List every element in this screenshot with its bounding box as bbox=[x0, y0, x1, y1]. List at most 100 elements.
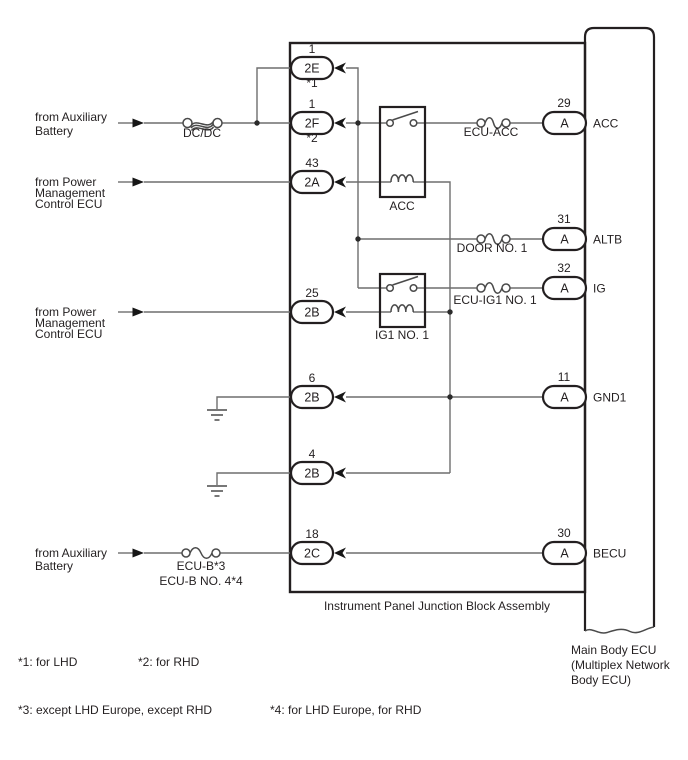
junction-dot bbox=[254, 120, 260, 126]
connector-note: *1 bbox=[306, 76, 318, 90]
relay-coil bbox=[390, 304, 414, 313]
connector-code: A bbox=[560, 391, 569, 405]
pin-number: 18 bbox=[305, 527, 319, 541]
connector-pill bbox=[541, 110, 588, 136]
relay-acc: ACC bbox=[378, 105, 427, 213]
junction-dot bbox=[447, 394, 453, 400]
ground-symbol-1 bbox=[207, 409, 227, 421]
relay-switch-blade bbox=[392, 275, 419, 286]
signal-label: ACC bbox=[593, 117, 619, 131]
footnote-4: *4: for LHD Europe, for RHD bbox=[270, 703, 422, 717]
connector-note: *2 bbox=[306, 131, 318, 145]
pin-number: 30 bbox=[557, 526, 571, 540]
right-arrow-icon bbox=[132, 118, 144, 128]
fuse-door-no1: DOOR NO. 1 bbox=[457, 233, 528, 255]
right-arrow-icon bbox=[132, 548, 144, 558]
main-body-ecu-outline bbox=[583, 26, 656, 631]
relay-ig1-no1: IG1 NO. 1 bbox=[375, 272, 429, 342]
link-terminal bbox=[212, 117, 223, 129]
pin-number: 31 bbox=[557, 212, 571, 226]
connector-pill bbox=[289, 55, 335, 81]
link-strand bbox=[190, 121, 214, 127]
junction-dot bbox=[447, 309, 453, 315]
fuse-wave bbox=[189, 547, 213, 559]
junction-dot bbox=[355, 120, 361, 126]
connector-code: 2B bbox=[304, 391, 319, 405]
main-body-ecu-break-line bbox=[584, 626, 655, 634]
flow-arrow-icon bbox=[334, 467, 346, 479]
ecu-terminal-altb: 31 A ALTB bbox=[541, 212, 622, 252]
connector-pill bbox=[289, 299, 335, 325]
fuse-wave bbox=[484, 282, 503, 294]
pin-number: 43 bbox=[305, 156, 319, 170]
fuse-terminal bbox=[501, 283, 511, 293]
connector-pill bbox=[289, 384, 335, 410]
junction-block-outline bbox=[288, 41, 587, 594]
wire-2b6-to-ground bbox=[216, 396, 291, 409]
ecu-terminal-gnd1: 11 A GND1 bbox=[541, 370, 627, 410]
pin-number: 1 bbox=[309, 42, 316, 56]
pin-number: 29 bbox=[557, 96, 571, 110]
wire-branch-to-2e bbox=[256, 67, 291, 123]
signal-label: BECU bbox=[593, 547, 626, 561]
pin-number: 1 bbox=[309, 97, 316, 111]
fuse-terminal bbox=[501, 118, 511, 128]
connector-code: 2B bbox=[304, 306, 319, 320]
relay-switch-terminal bbox=[385, 283, 395, 293]
input-label: from Power Management Control ECU bbox=[35, 175, 108, 211]
pin-number: 25 bbox=[305, 286, 319, 300]
relay-switch-terminal bbox=[409, 283, 418, 293]
footnote-1: *1: for LHD bbox=[18, 655, 78, 669]
footnotes: *1: for LHD *2: for RHD *3: except LHD E… bbox=[18, 655, 422, 717]
connector-code: A bbox=[560, 547, 569, 561]
fuse-terminal bbox=[476, 283, 486, 293]
fuse-ecu-acc: ECU-ACC bbox=[464, 117, 519, 139]
footnote-2: *2: for RHD bbox=[138, 655, 200, 669]
input-aux-battery-1: from Auxiliary Battery bbox=[35, 110, 144, 138]
fuse-ecu-ig1-no1: ECU-IG1 NO. 1 bbox=[453, 282, 537, 307]
fuse-label: DC/DC bbox=[183, 126, 221, 140]
junction-connector-2f: 1 2F *2 bbox=[289, 97, 346, 145]
connector-code: 2F bbox=[305, 117, 320, 131]
signal-label: IG bbox=[593, 282, 606, 296]
input-label: from Power Management Control ECU bbox=[35, 305, 108, 341]
connector-pill bbox=[289, 460, 335, 486]
flow-arrow-icon bbox=[334, 547, 346, 559]
junction-block-caption: Instrument Panel Junction Block Assembly bbox=[324, 599, 550, 613]
right-arrow-icon bbox=[132, 177, 144, 187]
signal-label: ALTB bbox=[593, 233, 622, 247]
flow-arrow-icon bbox=[334, 62, 346, 74]
ecu-terminal-becu: 30 A BECU bbox=[541, 526, 626, 566]
junction-connector-2b-6: 6 2B bbox=[289, 371, 346, 410]
input-power-management-2: from Power Management Control ECU bbox=[35, 305, 144, 341]
fuse-terminal bbox=[476, 234, 486, 244]
relay-switch-terminal bbox=[385, 118, 395, 128]
footnote-3: *3: except LHD Europe, except RHD bbox=[18, 703, 212, 717]
connector-code: 2B bbox=[304, 467, 319, 481]
fuse-label: ECU-IG1 NO. 1 bbox=[453, 293, 537, 307]
junction-dots bbox=[254, 120, 453, 400]
connector-code: A bbox=[560, 117, 569, 131]
fuse-wave bbox=[484, 233, 503, 245]
fuse-terminal bbox=[181, 548, 191, 558]
pin-number: 4 bbox=[309, 447, 316, 461]
fuse-terminal bbox=[211, 548, 221, 558]
fusible-link-dcdc: DC/DC bbox=[182, 117, 223, 140]
input-aux-battery-2: from Auxiliary Battery bbox=[35, 546, 144, 573]
flow-arrow-icon bbox=[334, 117, 346, 129]
relay-switch-blade bbox=[392, 110, 419, 121]
connector-pill bbox=[289, 540, 335, 566]
connector-code: A bbox=[560, 233, 569, 247]
fuse-ecu-b: ECU-B*3 ECU-B NO. 4*4 bbox=[159, 547, 243, 588]
connector-pill bbox=[541, 384, 588, 410]
junction-connector-2b-4: 4 2B bbox=[289, 447, 346, 486]
junction-connector-2b-25: 25 2B bbox=[289, 286, 346, 325]
fuse-terminal bbox=[476, 118, 486, 128]
connector-code: A bbox=[560, 282, 569, 296]
signal-label: GND1 bbox=[593, 391, 627, 405]
right-arrow-icon bbox=[132, 307, 144, 317]
wire-internal-bus bbox=[346, 67, 359, 288]
ecu-terminal-acc: 29 A ACC bbox=[541, 96, 619, 136]
connector-pill bbox=[541, 540, 588, 566]
connector-pill bbox=[541, 275, 588, 301]
